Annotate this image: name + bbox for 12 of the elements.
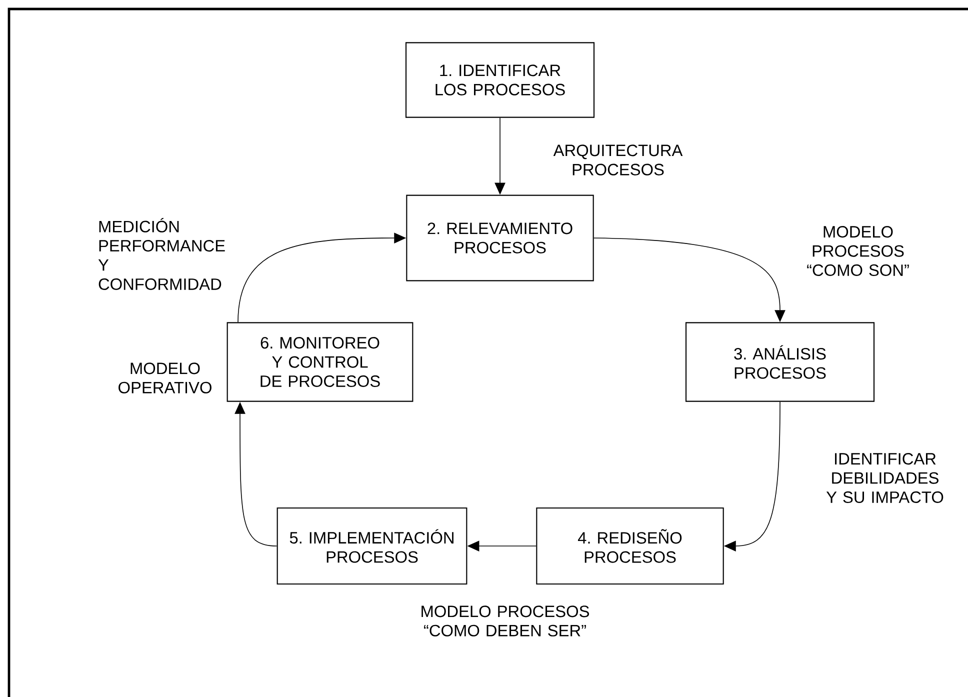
process-box: 3. ANÁLISIS PROCESOS xyxy=(685,322,875,402)
process-box: 4. REDISEÑO PROCESOS xyxy=(536,507,724,585)
process-box: 6. MONITOREO Y CONTROL DE PROCESOS xyxy=(226,322,414,402)
edge-label: IDENTIFICAR DEBILIDADES Y SU IMPACTO xyxy=(826,453,944,504)
edge-label: MEDICIÓN PERFORMANCE Y CONFORMIDAD xyxy=(98,218,225,290)
edge-label: MODELO OPERATIVO xyxy=(118,362,212,394)
process-box: 2. RELEVAMIENTO PROCESOS xyxy=(406,194,594,282)
edge-label: ARQUITECTURA PROCESOS xyxy=(553,144,683,176)
edge-label: MODELO PROCESOS “COMO SON” xyxy=(807,226,909,276)
process-box: 1. IDENTIFICAR LOS PROCESOS xyxy=(405,42,595,118)
process-box: 5. IMPLEMENTACIÓN PROCESOS xyxy=(276,507,468,585)
edge-label: MODELO PROCESOS “COMO DEBEN SER” xyxy=(422,606,589,636)
